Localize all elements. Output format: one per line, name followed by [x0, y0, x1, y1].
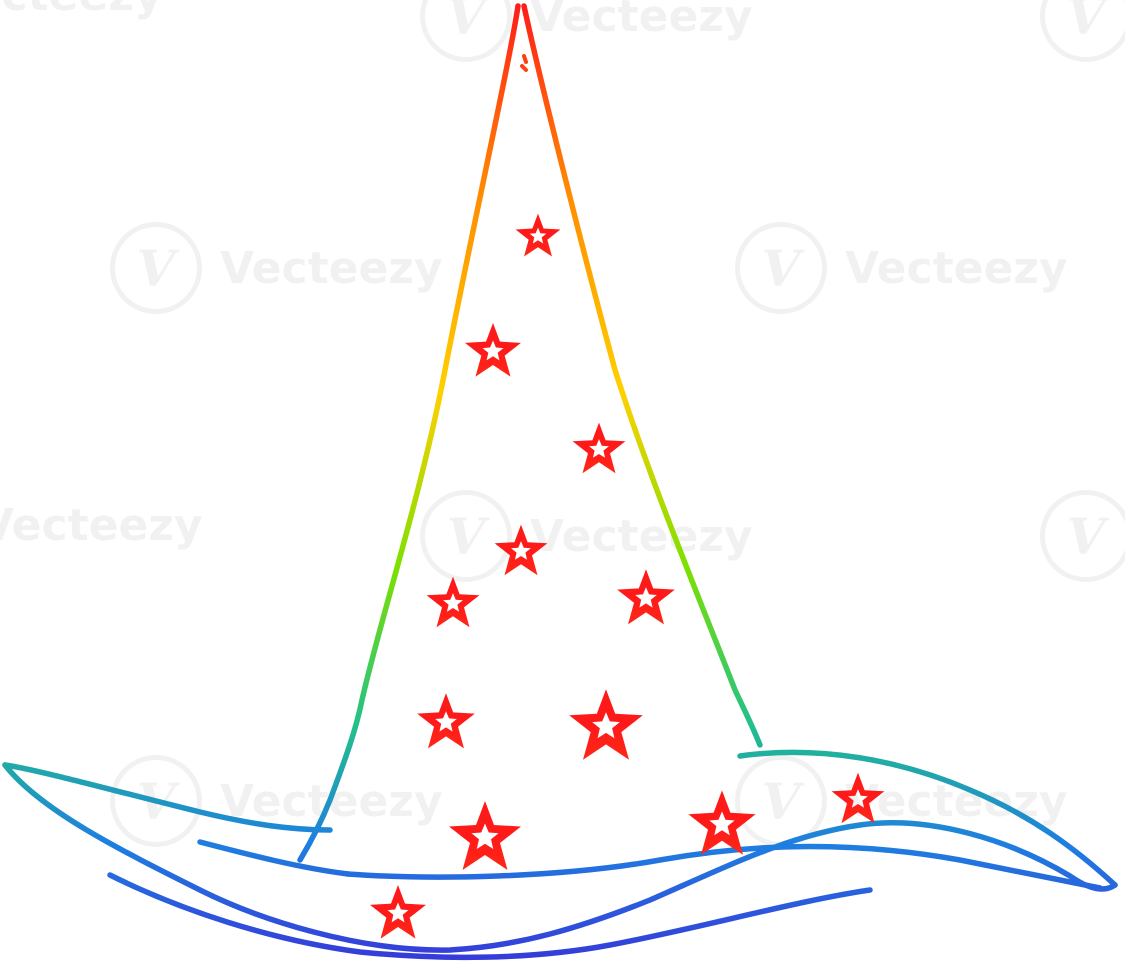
star-decorations — [370, 213, 885, 939]
hat-brim-right-underside — [2, 762, 1118, 953]
star-icon — [417, 693, 475, 749]
hat-brim-inner-line-left — [197, 839, 351, 877]
star-icon — [688, 790, 756, 855]
star-icon — [831, 772, 885, 824]
star-icon — [465, 323, 521, 377]
hat-brim-bottom-outline — [107, 872, 873, 961]
star-icon — [494, 524, 548, 576]
hat-cone-left-outline — [297, 3, 521, 863]
star-icon — [617, 569, 675, 625]
star-icon — [572, 422, 626, 474]
hat-brim-left-top — [2, 762, 333, 833]
hat-brim-inner-line-right — [345, 843, 1103, 891]
star-icon — [449, 801, 521, 870]
star-icon — [515, 213, 561, 257]
hat-brim-right-top — [737, 749, 1118, 888]
star-icon — [426, 576, 480, 628]
star-icon — [370, 885, 426, 939]
hat-tip-mark — [520, 54, 528, 72]
star-icon — [569, 689, 643, 760]
hat-cone-right-outline — [521, 3, 763, 748]
